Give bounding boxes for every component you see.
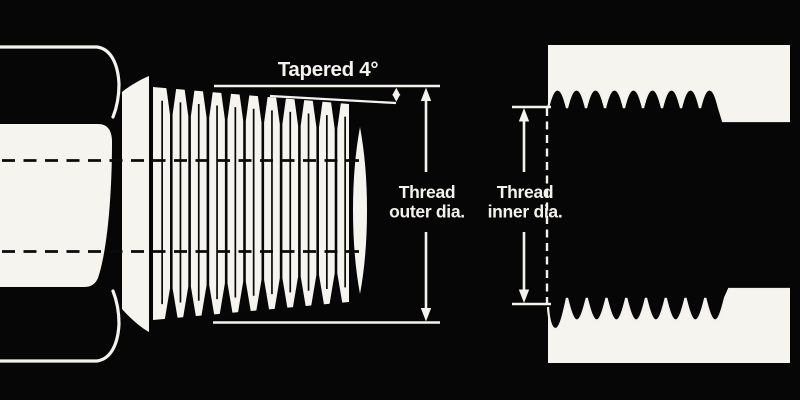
thread-root-notch	[256, 95, 270, 311]
male-fitting	[0, 45, 368, 363]
female-top-wall	[548, 45, 790, 121]
female-bottom-thread-outline	[546, 287, 790, 331]
taper-annotation: Tapered 4°	[214, 58, 440, 105]
transition-cone	[122, 76, 149, 332]
thread-root-notch	[274, 97, 288, 310]
taper-arrow-up-icon	[392, 87, 401, 96]
thread-grooves	[161, 87, 346, 320]
outer-dia-label-line2: outer dia.	[389, 202, 465, 222]
outer-dia-arrow-down-icon	[420, 308, 432, 322]
taper-arrow-down-icon	[392, 94, 401, 102]
thread-root-notch	[238, 93, 251, 313]
taper-label: Tapered 4°	[278, 58, 379, 81]
outer-dia-label-line1: Thread	[399, 182, 456, 202]
inner-dia-arrow-down-icon	[518, 289, 530, 303]
hex-front-face	[0, 124, 112, 287]
thread-root-notch	[292, 98, 306, 308]
female-top-thread-outline	[546, 88, 790, 123]
hex-top-outline	[0, 45, 121, 119]
thread-root-notch	[329, 101, 343, 305]
thread-root-notch	[201, 90, 215, 316]
outer-dia-dimension: Thread outer dia.	[213, 87, 465, 324]
outer-dia-arrow-up-icon	[420, 87, 432, 101]
hex-bottom-outline	[0, 289, 121, 363]
thread-root-notch	[219, 92, 233, 315]
inner-dia-label-line1: Thread	[497, 182, 554, 202]
inner-dia-arrow-up-icon	[518, 108, 530, 122]
female-fitting	[545, 45, 790, 363]
thread-root-notch	[183, 89, 197, 318]
inner-dia-dimension: Thread inner dia.	[488, 105, 563, 306]
taper-crest-line	[269, 94, 397, 105]
thread-root-notch	[164, 87, 178, 320]
inner-dia-label-line2: inner dia.	[488, 202, 563, 222]
thread-root-notch	[311, 100, 325, 306]
